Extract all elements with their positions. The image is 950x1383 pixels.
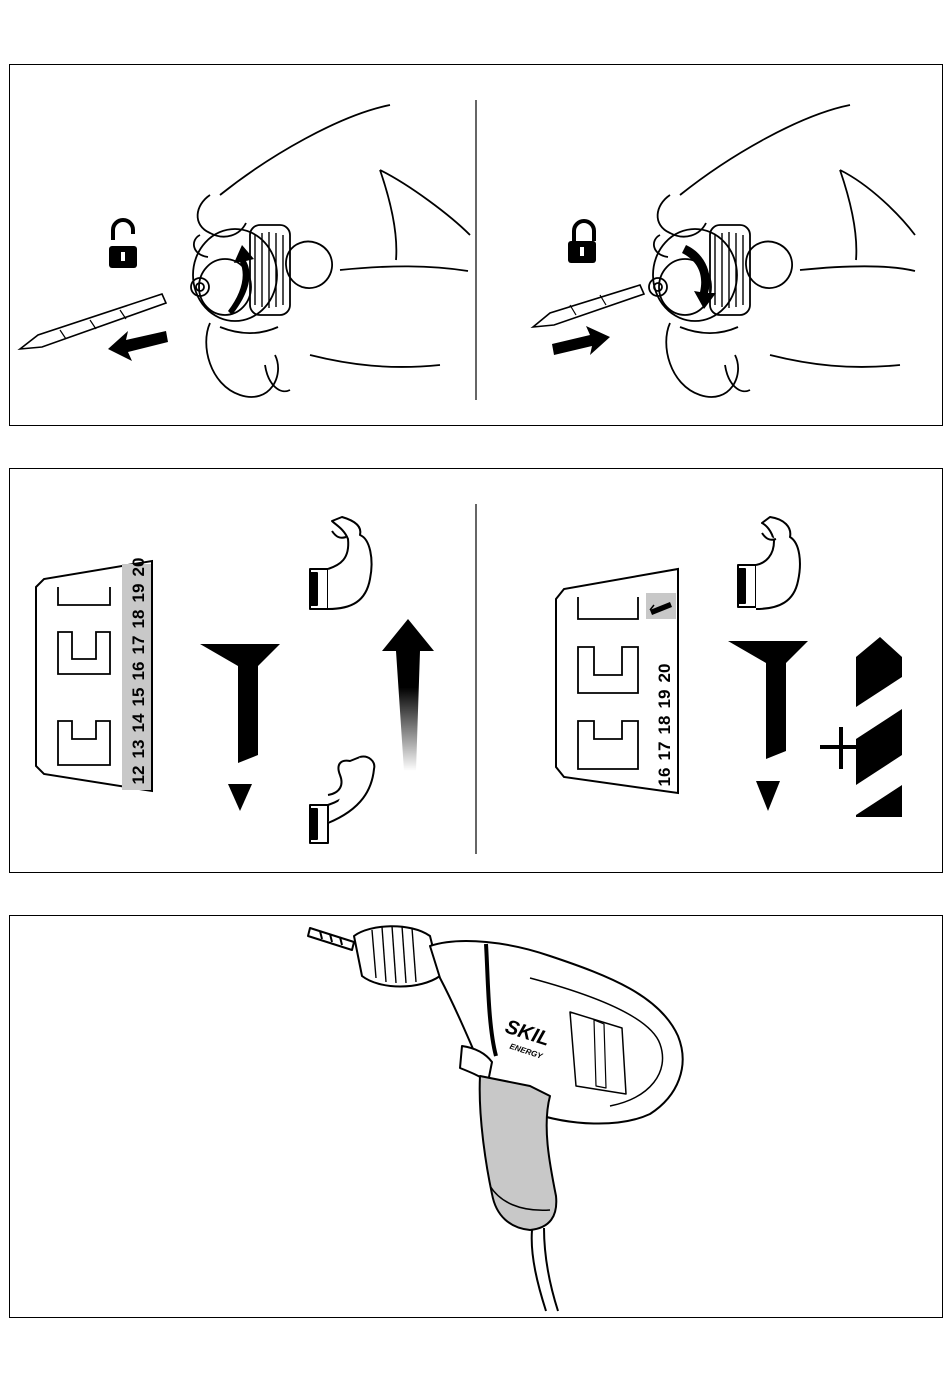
plus-icon — [820, 727, 862, 769]
torque-scale-number: 17 — [129, 636, 148, 655]
arrow-right-icon — [552, 326, 610, 355]
drill-tool-illustration — [308, 926, 683, 1311]
weak-arm-icon — [310, 757, 374, 843]
torque-scale-number: 13 — [129, 740, 148, 759]
panel-drill-overview: SKIL ENERGY — [9, 915, 943, 1318]
panel-chuck-operation — [9, 64, 943, 426]
unlock-icon — [109, 220, 137, 268]
torque-scale-number: 19 — [129, 584, 148, 603]
torque-scale-number: 20 — [655, 664, 674, 683]
torque-scale-right: 16 17 18 19 20 — [655, 664, 674, 787]
strong-arm-icon — [738, 517, 800, 609]
torque-scale-number: 18 — [655, 716, 674, 735]
torque-collar-left: 12 13 14 15 16 17 18 19 20 — [36, 558, 152, 791]
screw-icon — [200, 644, 280, 811]
arrow-left-icon — [108, 331, 168, 361]
torque-scale-number: 16 — [655, 768, 674, 787]
torque-scale-number: 20 — [129, 558, 148, 577]
chuck-ribs-left — [255, 232, 283, 308]
drill-bit-inserted — [533, 285, 644, 327]
drill-bit-icon — [856, 637, 902, 817]
strong-arm-icon — [310, 517, 372, 609]
torque-scale-number: 16 — [129, 662, 148, 681]
screw-icon — [728, 641, 808, 811]
torque-scale-number: 17 — [655, 742, 674, 761]
torque-scale-number: 12 — [129, 766, 148, 785]
chuck-ribs-right — [715, 232, 743, 308]
torque-increase-arrow-icon — [382, 619, 434, 771]
torque-scale-left: 12 13 14 15 16 17 18 19 20 — [129, 558, 148, 785]
hand-chuck-left — [191, 105, 470, 397]
torque-scale-number: 14 — [129, 713, 148, 732]
torque-collar-right: 16 17 18 19 20 — [556, 569, 678, 793]
torque-scale-number: 15 — [129, 688, 148, 707]
torque-scale-number: 18 — [129, 610, 148, 629]
lock-icon — [568, 221, 596, 263]
panel-torque-settings: 12 13 14 15 16 17 18 19 20 — [9, 468, 943, 873]
torque-scale-number: 19 — [655, 690, 674, 709]
